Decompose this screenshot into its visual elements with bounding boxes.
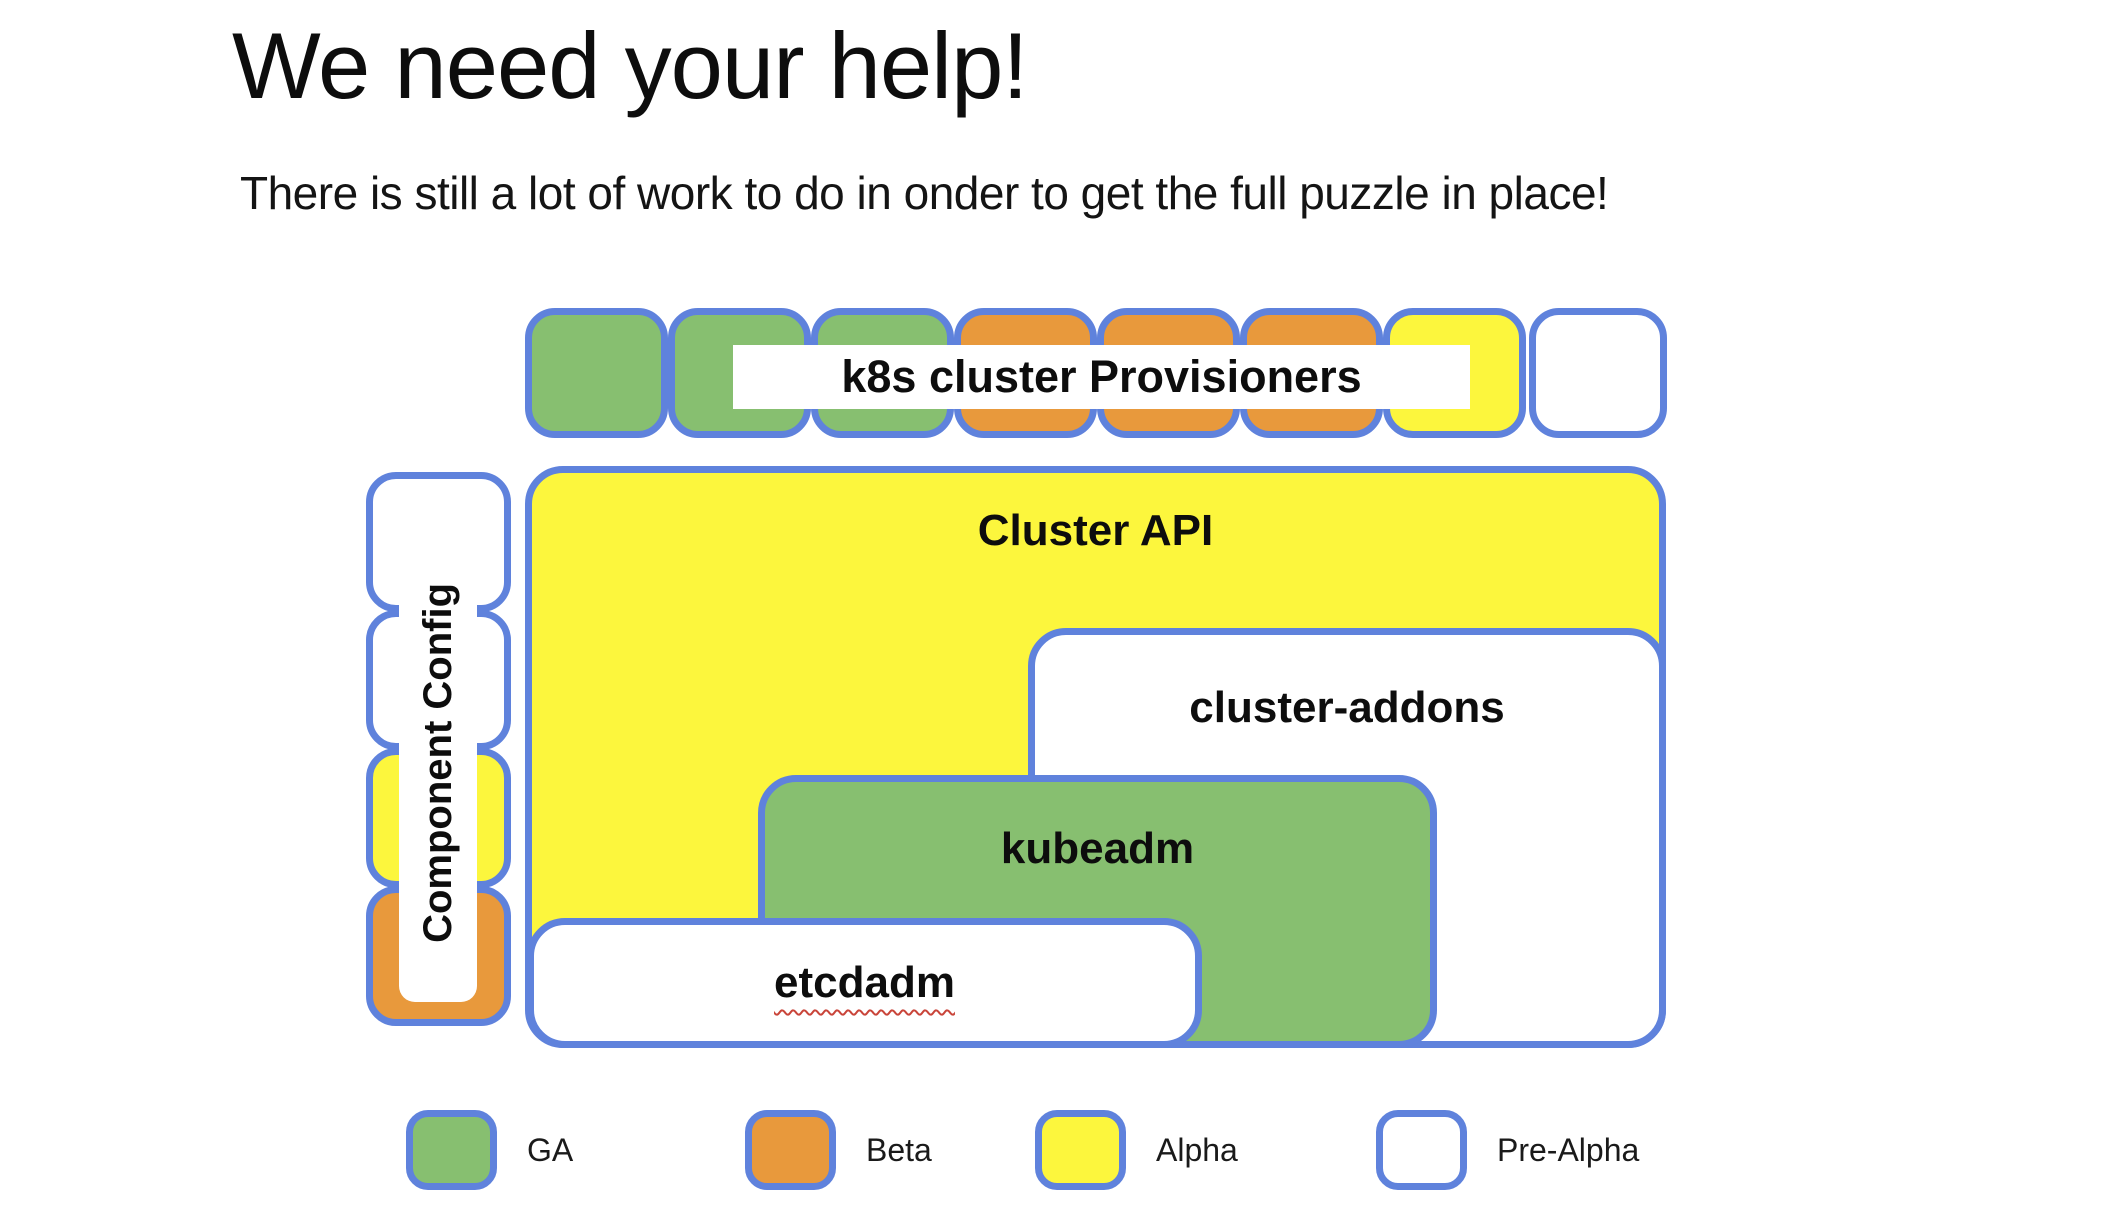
etcdadm-block: etcdadm <box>527 918 1202 1048</box>
legend-swatch-pre-alpha <box>1376 1110 1467 1190</box>
legend-item-ga: GA <box>406 1110 573 1190</box>
puzzle-piece-provisioner-8 <box>1529 308 1667 438</box>
puzzle-piece-provisioner-1 <box>525 308 668 438</box>
component-config-label-box: Component Config <box>399 524 477 1002</box>
slide-subtitle: There is still a lot of work to do in on… <box>240 167 1609 219</box>
cluster-addons-label: cluster-addons <box>1189 683 1505 732</box>
legend-label-pre-alpha: Pre-Alpha <box>1497 1131 1640 1168</box>
kubeadm-label: kubeadm <box>1000 824 1195 873</box>
slide-title: We need your help! <box>232 13 1028 118</box>
legend-item-alpha: Alpha <box>1035 1110 1238 1190</box>
etcdadm-label: etcdadm <box>774 958 955 1007</box>
legend-swatch-ga <box>406 1110 497 1190</box>
legend-swatch-alpha <box>1035 1110 1126 1190</box>
legend-item-beta: Beta <box>745 1110 932 1190</box>
legend-swatch-beta <box>745 1110 836 1190</box>
cluster-api-label: Cluster API <box>977 506 1214 555</box>
legend-label-beta: Beta <box>866 1131 932 1168</box>
component-config-label: Component Config <box>415 583 460 943</box>
legend-label-ga: GA <box>527 1131 574 1168</box>
legend-item-pre-alpha: Pre-Alpha <box>1376 1110 1639 1190</box>
provisioners-row-label: k8s cluster Provisioners <box>733 345 1470 409</box>
legend-label-alpha: Alpha <box>1156 1131 1238 1168</box>
